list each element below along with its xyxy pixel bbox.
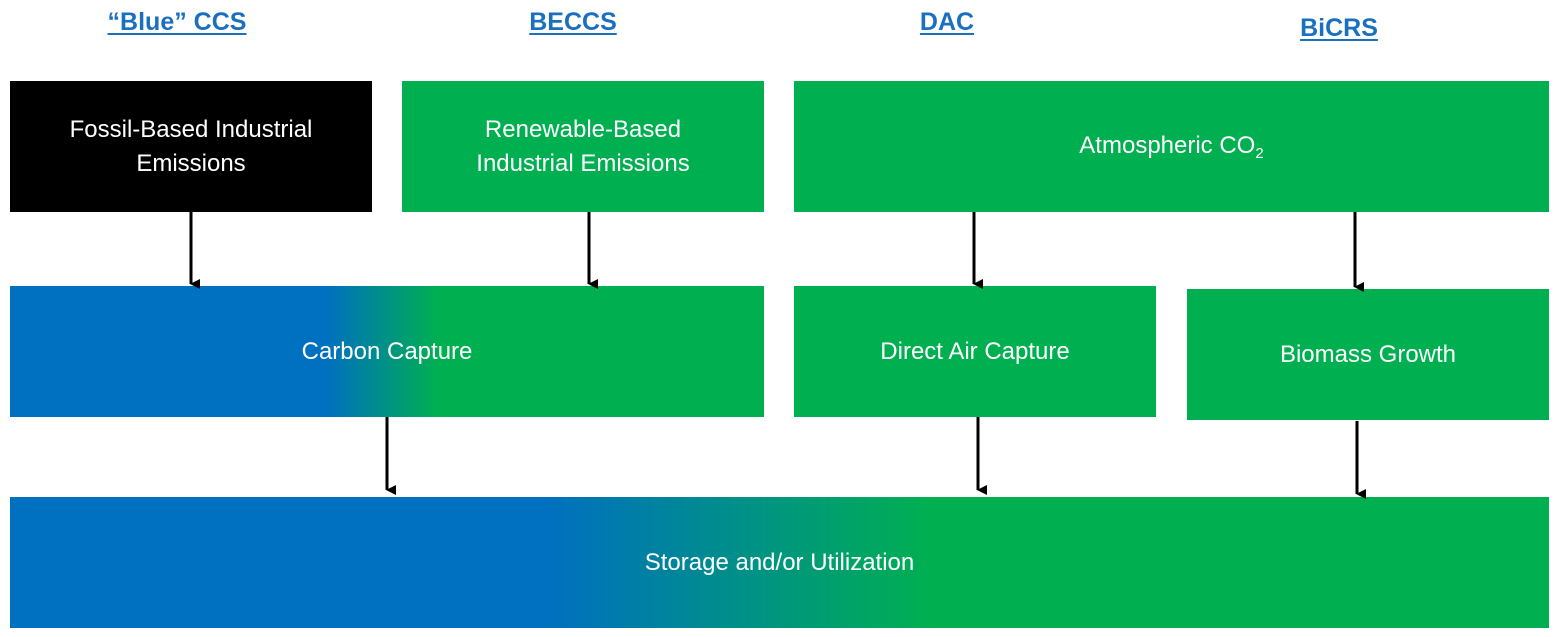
carbon-capture-label: Carbon Capture xyxy=(301,337,473,365)
header-dac[interactable]: DAC xyxy=(919,8,975,36)
header-bicrs[interactable]: BiCRS xyxy=(1300,14,1378,42)
header-blue-ccs[interactable]: “Blue” CCS xyxy=(107,8,247,36)
renewable-emissions-label: Renewable-Based Industrial Emissions xyxy=(476,115,690,177)
atmospheric-co2-box: Atmospheric CO2 xyxy=(794,81,1549,212)
biomass-growth-box: Biomass Growth xyxy=(1187,289,1549,420)
renewable-emissions-box: Renewable-Based Industrial Emissions xyxy=(402,81,764,212)
fossil-emissions-box: Fossil-Based Industrial Emissions xyxy=(10,81,372,212)
direct-air-capture-box: Direct Air Capture xyxy=(794,286,1156,417)
direct-air-capture-label: Direct Air Capture xyxy=(880,337,1070,365)
storage-utilization-box: Storage and/or Utilization xyxy=(10,497,1549,628)
fossil-emissions-label: Fossil-Based Industrial Emissions xyxy=(69,115,313,177)
atmospheric-co2-label: Atmospheric CO2 xyxy=(1079,132,1264,162)
carbon-capture-box: Carbon Capture xyxy=(10,286,764,417)
storage-utilization-label: Storage and/or Utilization xyxy=(644,548,915,576)
header-beccs[interactable]: BECCS xyxy=(529,8,617,36)
biomass-growth-label: Biomass Growth xyxy=(1279,340,1457,368)
